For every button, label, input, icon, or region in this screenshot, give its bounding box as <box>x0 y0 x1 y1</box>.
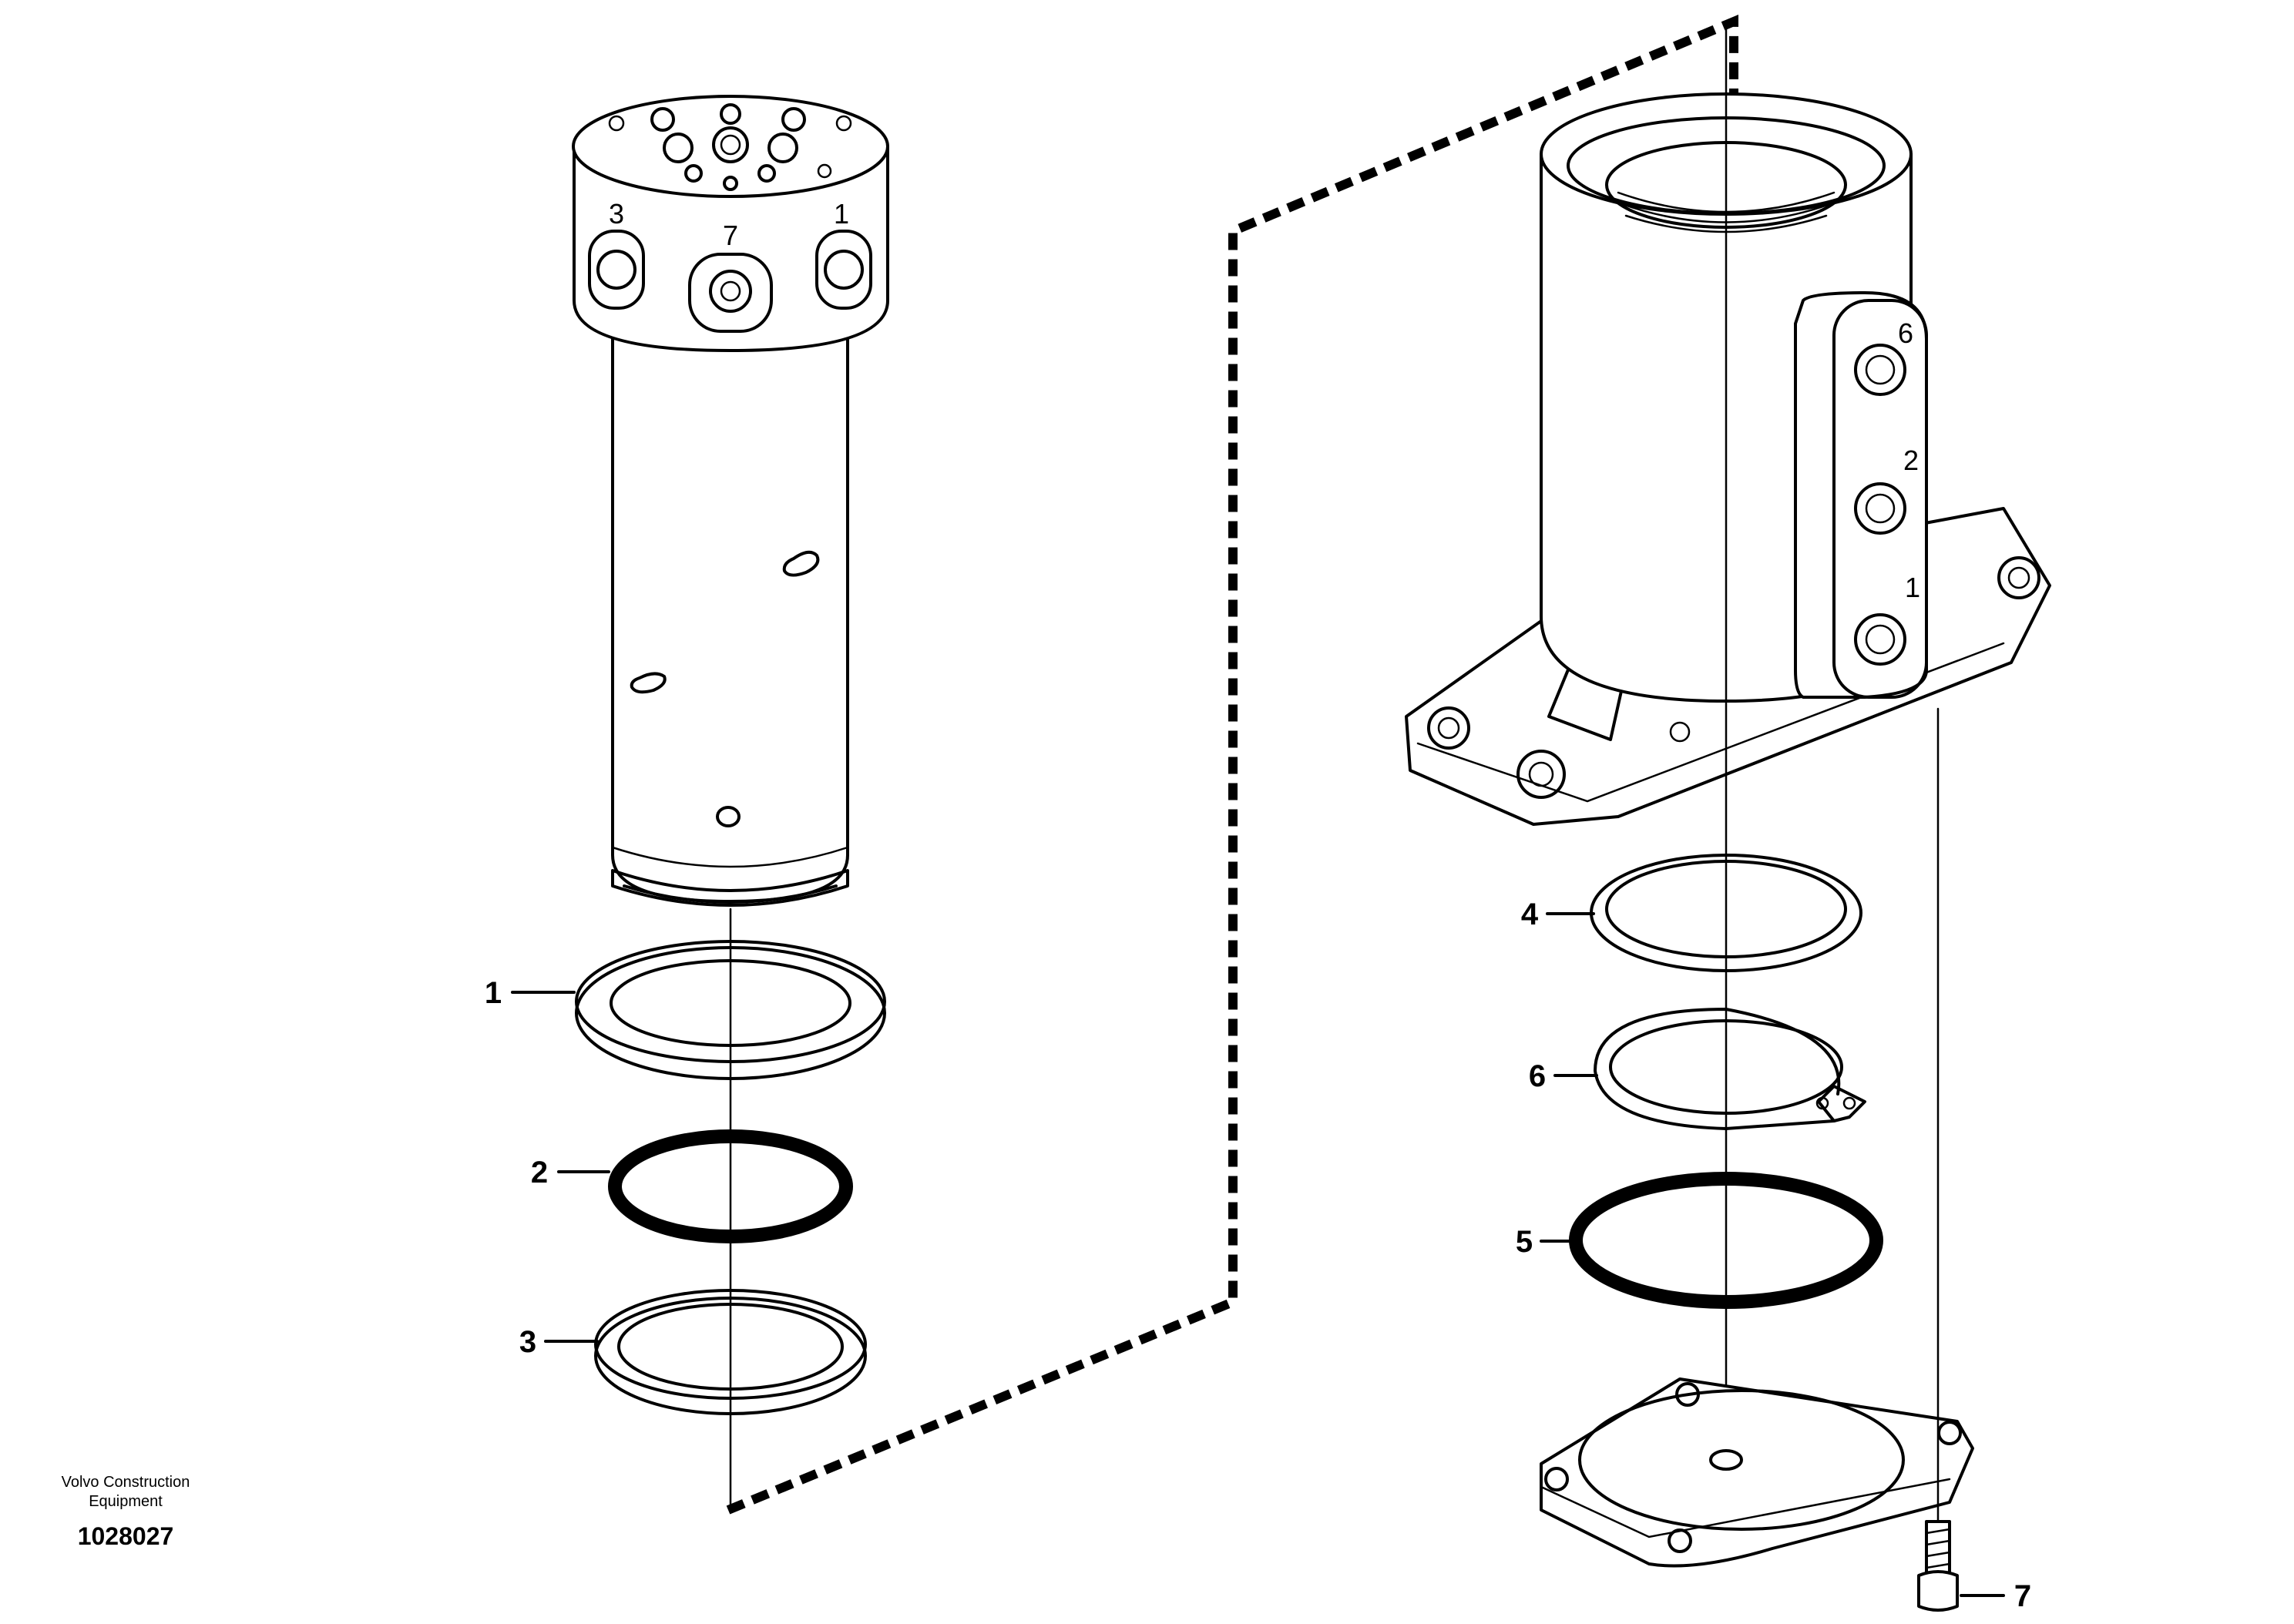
side-port-3 <box>588 230 645 310</box>
callout-5: 5 <box>1516 1225 1580 1259</box>
shaft-hole-icon <box>782 550 820 577</box>
head-port-icon <box>723 176 738 191</box>
callout-1: 1 <box>485 976 576 1010</box>
left-parts-stack <box>575 908 886 1512</box>
housing-port-1 <box>1854 613 1906 666</box>
head-port-icon <box>720 103 741 125</box>
head-port-icon <box>767 133 798 163</box>
part-7-bolt <box>1917 707 1959 1612</box>
credit-line-1: Volvo Construction <box>62 1474 190 1491</box>
callout-4: 4 <box>1521 898 1595 931</box>
spindle-port-label: 1 <box>834 198 849 230</box>
callout-6: 6 <box>1529 1059 1598 1093</box>
svg-text:3: 3 <box>519 1325 536 1359</box>
head-port-icon <box>781 107 806 132</box>
housing-port-label: 6 <box>1898 317 1913 349</box>
housing-port-label: 2 <box>1903 445 1919 476</box>
assembly-dashed-link <box>726 14 1738 1515</box>
document-id: 1028027 <box>78 1522 174 1550</box>
svg-text:7: 7 <box>2014 1579 2031 1613</box>
svg-text:2: 2 <box>531 1156 548 1189</box>
svg-text:4: 4 <box>1521 898 1539 931</box>
callout-7: 7 <box>1960 1579 2031 1613</box>
spindle-port-label: 3 <box>609 198 624 230</box>
housing-port-2 <box>1854 482 1906 535</box>
head-port-icon <box>684 164 703 183</box>
spindle-port-label: 7 <box>723 220 738 251</box>
callout-3: 3 <box>519 1325 599 1359</box>
housing-port-6 <box>1854 344 1906 396</box>
right-parts-stack <box>1540 20 1974 1568</box>
shaft-hole-icon <box>630 672 667 694</box>
bottom-cover <box>1540 1377 1974 1568</box>
head-port-icon <box>757 164 776 183</box>
head-port-icon <box>650 107 675 132</box>
part-6-snap-ring <box>1594 1008 1866 1130</box>
rotary-spindle: 3 7 1 <box>572 95 889 907</box>
head-port-icon <box>663 133 694 163</box>
housing-port-label: 1 <box>1905 572 1920 603</box>
side-port-7 <box>688 253 773 333</box>
swivel-housing: 6 2 1 <box>1405 92 2051 826</box>
svg-text:5: 5 <box>1516 1225 1533 1259</box>
svg-text:1: 1 <box>485 976 502 1010</box>
callout-2: 2 <box>531 1156 610 1189</box>
shaft-hole-icon <box>716 806 741 827</box>
head-port-icon <box>712 126 749 163</box>
credit-line-2: Equipment <box>89 1493 163 1510</box>
svg-text:6: 6 <box>1529 1059 1546 1093</box>
side-port-1 <box>815 230 872 310</box>
